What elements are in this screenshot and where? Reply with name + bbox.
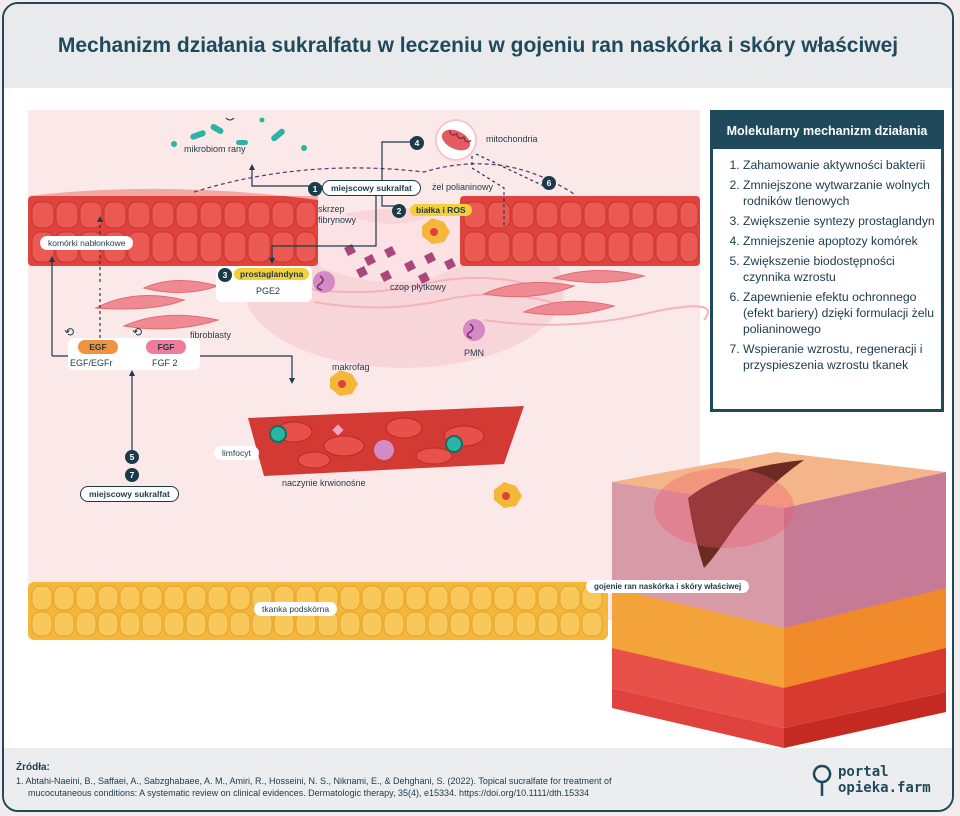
mechanism-item: Zmniejszone wytwarzanie wolnych rodników…: [743, 177, 939, 209]
sources-heading: Źródła:: [16, 762, 50, 773]
mitochondria-icon: [435, 119, 477, 161]
mechanism-item: Zmniejszenie apoptozy komórek: [743, 233, 939, 249]
step-badge-3: 3: [218, 268, 232, 282]
gel-layer: [193, 163, 575, 195]
step-badge-1: 1: [308, 182, 322, 196]
mechanism-item: Zahamowanie aktywności bakterii: [743, 157, 939, 173]
connector-lines: [51, 141, 549, 450]
arrowheads: [49, 139, 416, 384]
pmn-label: PMN: [464, 348, 484, 358]
fgf-tag: FGF: [146, 340, 186, 354]
epidermis-right: [460, 196, 700, 266]
epidermis-left: [28, 188, 318, 266]
step-badge-6: 6: [542, 176, 556, 190]
lymphocyte-label: limfocyt: [214, 446, 259, 460]
mechanism-panel: Molekularny mechanizm działania Zahamowa…: [710, 110, 944, 412]
mechanism-heading: Molekularny mechanizm działania: [713, 113, 941, 149]
title-bar: Mechanizm działania sukralfatu w leczeni…: [4, 4, 952, 89]
cycle-icon: ⟲: [132, 325, 143, 339]
step-badge-7: 7: [125, 468, 139, 482]
logo-icon: [812, 764, 832, 796]
dermis-fibers: [303, 276, 709, 326]
subcutaneous-fat: [28, 582, 608, 640]
prostaglandin-tag: prostaglandyna: [234, 268, 310, 280]
mechanism-item: Zwiększenie syntezy prostaglandyn: [743, 213, 939, 229]
platelet-plug-label: czop płytkowy: [390, 282, 447, 292]
proteins-ros-tag: białka i ROS: [410, 204, 472, 216]
mechanism-item: Wspieranie wzrostu, regeneracji i przysp…: [743, 341, 939, 373]
diagram-area: mikrobiom rany mitochondria miejscowy su…: [4, 88, 952, 750]
subcutaneous-label: tkanka podskórna: [254, 602, 338, 616]
egf-tag: EGF: [78, 340, 118, 354]
blood-vessel: [248, 406, 524, 476]
platelet-icons: [344, 244, 456, 284]
cycle-icon: ⟲: [64, 325, 75, 339]
step-badge-2: 2: [392, 204, 406, 218]
egfr-label: EGF/EGFr: [70, 358, 113, 368]
source-line-2: mucocutaneous conditions: A systematic r…: [28, 788, 590, 798]
portal-logo[interactable]: portal opieka.farm: [810, 762, 950, 802]
step-badge-4: 4: [410, 136, 424, 150]
gel-label: żel polianinowy: [432, 182, 494, 192]
source-line-1: 1. Abtahi-Naeini, B., Saffaei, A., Sabzg…: [16, 776, 612, 786]
macrophage-icons: [330, 218, 522, 508]
pge2-label: PGE2: [256, 286, 281, 296]
local-sucralfate-pill: miejscowy sukralfat: [322, 180, 421, 196]
mechanism-item: Zwiększenie biodostępności czynnika wzro…: [743, 253, 939, 285]
fgf2-label: FGF 2: [152, 358, 178, 368]
macrophage-label: makrofag: [332, 362, 370, 372]
step-badge-5: 5: [125, 450, 139, 464]
page-title: Mechanizm działania sukralfatu w leczeni…: [57, 34, 899, 57]
local-sucralfate-pill-2: miejscowy sukralfat: [80, 486, 179, 502]
bacteria-icon: [171, 117, 307, 151]
mechanism-list: Zahamowanie aktywności bakterii Zmniejsz…: [723, 157, 939, 377]
fibroblasts-label: fibroblasty: [190, 330, 232, 340]
skin-block-illustration: [612, 452, 946, 748]
pmn-icons: [313, 271, 485, 341]
clot-label: skrzep fibrynowy: [318, 204, 357, 225]
epithelial-label: komórki nabłonkowe: [40, 236, 134, 250]
sources-footer: Źródła: 1. Abtahi-Naeini, B., Saffaei, A…: [4, 748, 952, 810]
fibrin-clot: [318, 200, 460, 282]
vessel-label: naczynie krwionośne: [282, 478, 366, 488]
mechanism-item: Zapewnienie efektu ochronnego (efekt bar…: [743, 289, 939, 337]
wound-healing-label: gojenie ran naskórka i skóry właściwej: [586, 580, 750, 593]
mitochondria-label: mitochondria: [486, 134, 538, 144]
fibroblast-icons: [94, 270, 646, 330]
logo-text: portal opieka.farm: [838, 764, 931, 796]
microbiome-label: mikrobiom rany: [184, 144, 246, 154]
